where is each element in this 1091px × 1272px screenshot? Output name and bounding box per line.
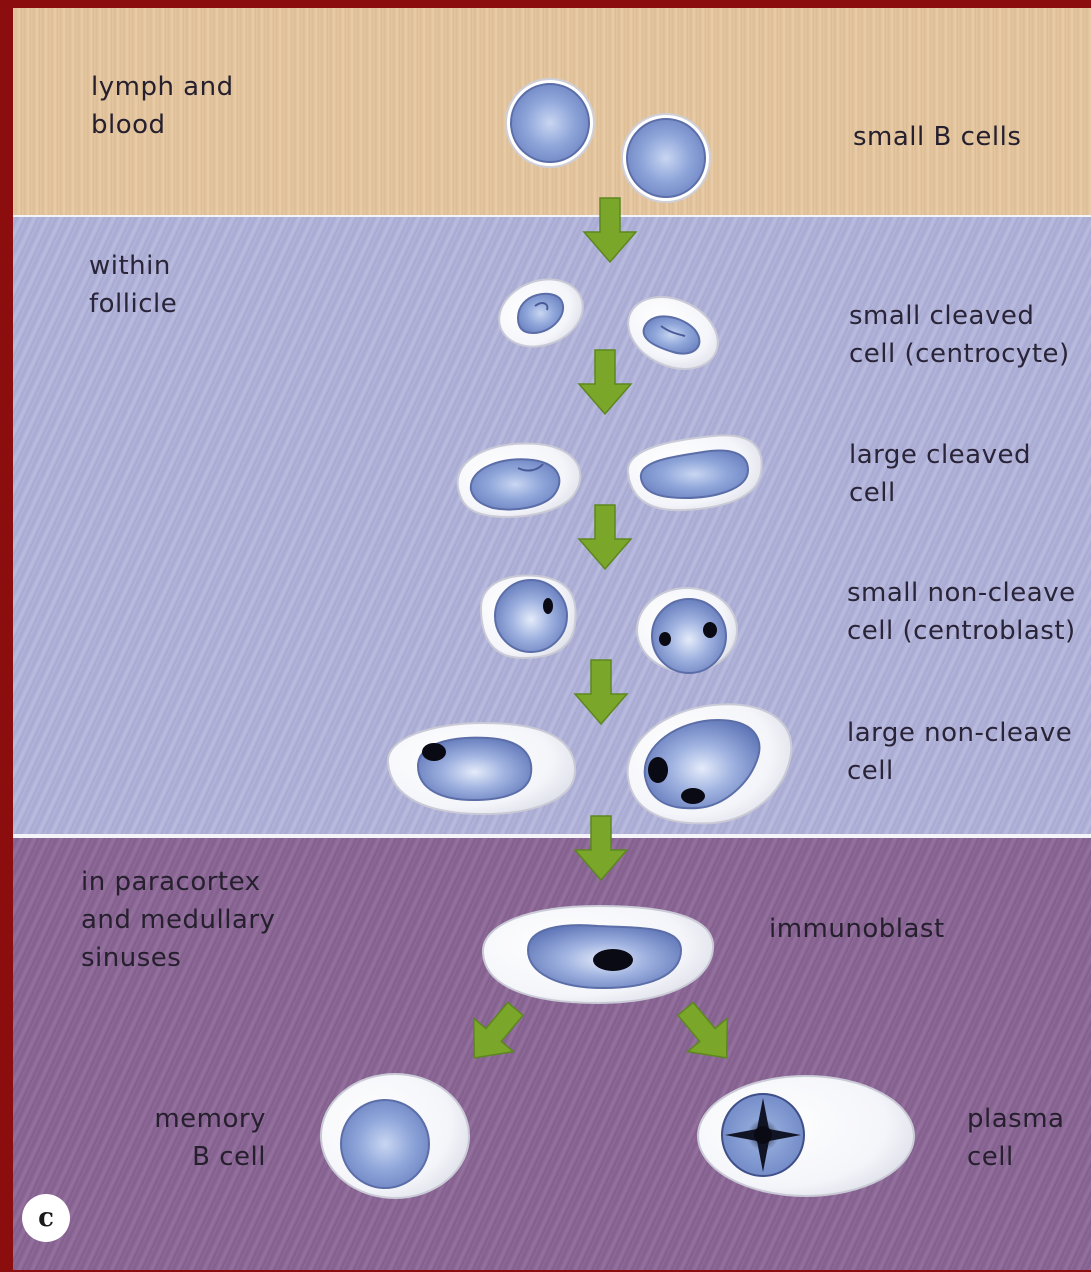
region-label-blood: lymph and blood	[91, 68, 234, 144]
arrow-down-icon	[579, 350, 631, 414]
plasma-cell	[698, 1076, 914, 1196]
large-cleaved-cell	[628, 435, 762, 510]
large-noncleaved-cell	[388, 723, 575, 814]
small-b-cell	[622, 114, 710, 202]
immunoblast-cell	[483, 906, 713, 1003]
large-cleaved-cell	[458, 443, 581, 517]
stage-label-memory: memory B cell	[141, 1100, 266, 1176]
small-cleaved-cell	[616, 283, 729, 383]
diagram-panel: lymph and blood within follicle in parac…	[13, 8, 1091, 1270]
memory-b-cell	[321, 1074, 469, 1198]
arrow-down-icon	[584, 198, 636, 262]
region-label-paracortex: in paracortex and medullary sinuses	[81, 863, 275, 977]
arrow-down-icon	[579, 505, 631, 569]
stage-label-small-b: small B cells	[853, 118, 1021, 156]
stage-label-small-noncleaved: small non-cleave cell (centroblast)	[847, 574, 1076, 650]
small-b-cell	[506, 79, 594, 167]
stage-label-large-noncleaved: large non-cleave cell	[847, 714, 1072, 790]
small-noncleaved-cell	[637, 588, 737, 673]
large-noncleaved-cell	[628, 704, 792, 823]
arrow-down-icon	[575, 660, 627, 724]
stage-label-immunoblast: immunoblast	[769, 910, 945, 948]
region-label-follicle: within follicle	[89, 247, 177, 323]
arrow-down-icon	[575, 816, 627, 880]
stage-label-small-cleaved: small cleaved cell (centrocyte)	[849, 297, 1070, 373]
small-noncleaved-cell	[481, 575, 576, 658]
arrow-down-right-icon	[666, 992, 747, 1074]
stage-label-plasma: plasma cell	[967, 1100, 1064, 1176]
arrow-down-left-icon	[454, 992, 535, 1074]
stage-label-large-cleaved: large cleaved cell	[849, 436, 1031, 512]
small-cleaved-cell	[490, 268, 593, 358]
panel-letter-badge: c	[22, 1194, 70, 1242]
